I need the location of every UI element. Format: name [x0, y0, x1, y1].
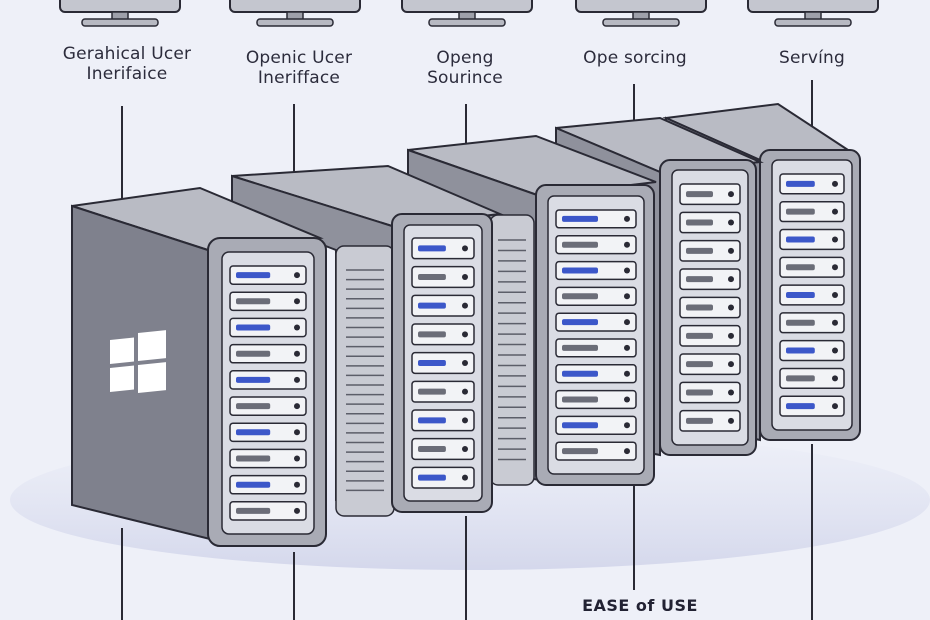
drive-bay — [229, 265, 307, 285]
monitor-icon — [59, 0, 181, 27]
drive-bay — [779, 256, 845, 278]
drive-bay — [679, 183, 741, 206]
windows-logo-icon — [110, 330, 166, 394]
drive-bay — [411, 323, 475, 346]
drive-bay — [555, 415, 637, 435]
drive-bay — [679, 381, 741, 404]
drive-bay — [555, 389, 637, 410]
drive-bay — [679, 268, 741, 291]
drive-bay — [229, 291, 307, 312]
drive-bay — [555, 286, 637, 306]
label-serving: Servíng — [742, 48, 882, 68]
drive-bay — [229, 474, 307, 495]
drive-bay — [779, 228, 845, 251]
label-line: Inerifface — [257, 68, 341, 88]
label-line: Gerahical Ucer — [62, 44, 192, 64]
drive-bay — [411, 237, 475, 260]
monitor-icon — [401, 0, 533, 27]
caption-ease-of-use: EASE of USE — [582, 596, 698, 615]
drive-bay — [779, 201, 845, 223]
label-open-source: Openg Sourince — [390, 48, 540, 88]
label-line: Openic Ucer — [245, 48, 353, 68]
label-line: Inerifaice — [86, 64, 168, 84]
drive-bay — [411, 351, 475, 375]
drive-bay — [555, 209, 637, 229]
drive-bay — [229, 370, 307, 390]
drive-bay — [555, 312, 637, 332]
drive-bay — [229, 317, 307, 338]
drive-bay — [229, 396, 307, 416]
drive-bay — [679, 296, 741, 319]
drive-bay — [555, 364, 637, 384]
monitor-icon — [747, 0, 879, 27]
label-open-sourcing: Ope sorcing — [560, 48, 710, 68]
drive-bay — [229, 448, 307, 469]
drive-bay — [679, 239, 741, 262]
drive-bay — [779, 367, 845, 389]
drive-bay — [411, 437, 475, 461]
monitor-icon — [575, 0, 707, 27]
drive-bay — [779, 173, 845, 195]
drive-bay — [555, 338, 637, 358]
drive-bay — [779, 339, 845, 362]
label-line: Sourince — [427, 68, 503, 88]
drive-bay — [555, 235, 637, 255]
drive-bay — [411, 294, 475, 317]
drive-bay — [555, 441, 637, 461]
label-graphical-user-interface: Gerahical Ucer Inerifaice — [42, 44, 212, 84]
drive-bay — [679, 409, 741, 432]
drive-bay — [229, 501, 307, 521]
drive-bay — [779, 312, 845, 334]
drive-bay — [779, 284, 845, 306]
drive-bay — [411, 409, 475, 432]
label-line: Openg — [436, 48, 494, 68]
label-open-user-interface: Openic Ucer Inerifface — [214, 48, 384, 88]
drive-bay — [679, 353, 741, 376]
drive-bay — [679, 324, 741, 347]
monitor-icon — [229, 0, 361, 27]
drive-bay — [229, 343, 307, 364]
drive-bay — [555, 260, 637, 281]
drive-bay — [229, 422, 307, 443]
drive-bay — [679, 211, 741, 234]
drive-bay — [779, 395, 845, 417]
drive-bay — [411, 380, 475, 403]
drive-bay — [411, 466, 475, 489]
label-line: Ope sorcing — [583, 48, 687, 68]
label-line: Servíng — [779, 48, 845, 68]
drive-bay — [411, 265, 475, 289]
